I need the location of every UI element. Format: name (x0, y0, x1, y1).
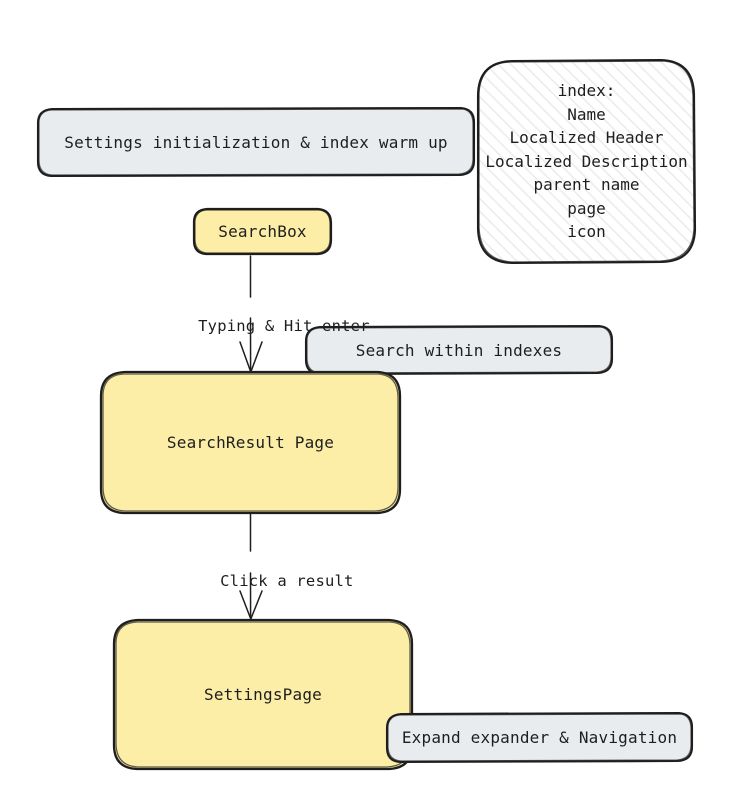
node-label: SearchResult Page (166, 433, 335, 452)
annotation-expand-expander-navigation: Expand expander & Navigation (387, 713, 692, 762)
annotation-label: Settings initialization & index warm up (64, 133, 448, 152)
note-line: Localized Description (485, 151, 688, 171)
node-label: SearchBox (218, 222, 307, 241)
annotation-label: Search within indexes (355, 340, 563, 360)
index-note: index: Name Localized Header Localized D… (479, 62, 694, 261)
annotation-settings-initialization: Settings initialization & index warm up (38, 109, 474, 176)
note-line: icon (567, 222, 606, 242)
note-line: parent name (533, 175, 640, 195)
node-label: SettingsPage (204, 685, 322, 704)
edge-label-text: Click a result (220, 572, 354, 590)
node-searchbox[interactable]: SearchBox (194, 209, 331, 254)
note-line: page (567, 198, 606, 218)
annotation-search-within-indexes: Search within indexes (306, 326, 612, 374)
note-line: Name (567, 104, 606, 124)
edge-label-text: Typing & Hit enter (198, 317, 370, 335)
edge-label-typing-hit-enter: Typing & Hit enter (160, 299, 370, 353)
note-line: Localized Header (509, 128, 664, 148)
node-settings-page[interactable]: SettingsPage (114, 620, 412, 769)
node-searchresult-page[interactable]: SearchResult Page (101, 372, 400, 513)
note-line: index: (557, 81, 616, 101)
annotation-label: Expand expander & Navigation (401, 728, 678, 747)
edge-label-click-a-result: Click a result (182, 554, 354, 608)
